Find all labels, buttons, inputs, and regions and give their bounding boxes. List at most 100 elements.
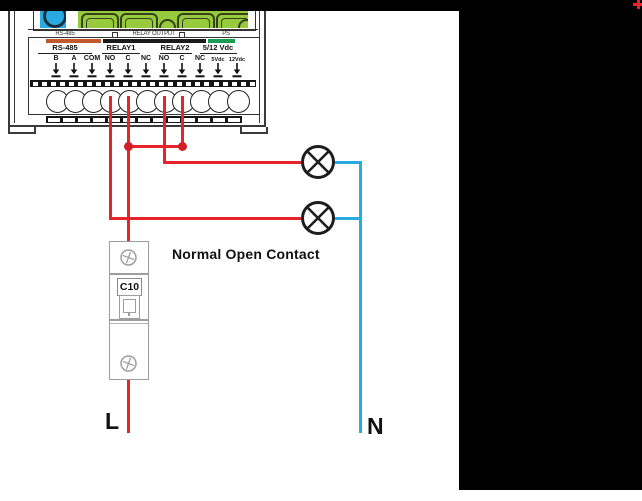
terminal-label: COM [83, 55, 101, 62]
din-clip-left [8, 127, 36, 134]
connector-cell-icon [120, 13, 158, 28]
slot [123, 81, 128, 86]
slot [93, 117, 105, 122]
section-label: 5/12 Vdc [202, 43, 234, 52]
circuit-breaker: C10 [109, 241, 149, 380]
slot [95, 81, 101, 86]
corner-cross-icon [633, 3, 642, 6]
slot [228, 117, 240, 122]
section-label: RELAY2 [160, 43, 190, 52]
connector-u-icon [159, 19, 176, 28]
wire-lamp1-neutral [333, 160, 362, 164]
breaker-divider [110, 319, 148, 321]
section-rule [38, 52, 92, 54]
slot [78, 117, 90, 122]
slot [168, 81, 174, 86]
slot [150, 81, 156, 86]
strip-relay-output-label: RELAY OUTPUT [132, 31, 176, 37]
slot [186, 81, 192, 86]
breaker-toggle [119, 295, 140, 319]
rs485-color-bar [46, 38, 101, 43]
breaker-toggle-tick [127, 312, 130, 316]
terminal-arrow-icon [69, 63, 80, 83]
terminal-connector-block [78, 11, 248, 28]
slot [222, 81, 228, 86]
terminal-label: NO [158, 55, 170, 62]
slot [32, 81, 38, 86]
slot [108, 117, 120, 122]
screw-icon [120, 249, 137, 266]
slot [213, 117, 225, 122]
breaker-rating-box: C10 [117, 278, 142, 296]
slot [77, 81, 83, 86]
terminal-arrow-icon [159, 63, 170, 83]
wire-relay1-c-to-breaker [126, 96, 130, 242]
lamp1-icon [301, 145, 335, 179]
slot [249, 81, 255, 86]
slot [159, 81, 165, 86]
slot [63, 117, 75, 122]
terminal-arrow-icon [105, 63, 116, 83]
terminal-arrow-icon [232, 63, 243, 83]
terminal-label: NC [194, 55, 206, 62]
terminal-arrow-icon [123, 63, 134, 83]
slot [141, 81, 147, 86]
strip-rs485-label: RS-485 [55, 31, 75, 37]
case-edge-line-left [14, 10, 15, 123]
terminal-arrow-icon [213, 63, 224, 83]
terminal-arrow-icon [87, 63, 98, 83]
slot [41, 81, 47, 86]
slot [68, 81, 74, 86]
connector-u-icon [238, 19, 248, 28]
slot [50, 81, 56, 86]
line-label: L [105, 408, 120, 434]
terminal-slot-row-bottom [46, 116, 242, 123]
wire-to-lamp2 [108, 216, 304, 220]
connector-cell-icon [177, 13, 215, 28]
terminal-arrow-icon [195, 63, 206, 83]
terminal-label: NO [104, 55, 116, 62]
slot [86, 81, 92, 86]
connector-ring-icon [43, 11, 66, 28]
wire-relay1-no-vertical [108, 96, 112, 219]
section-rule [200, 52, 237, 54]
slot [195, 81, 201, 86]
wire-lamp2-neutral [333, 216, 362, 220]
slot [231, 81, 237, 86]
breaker-toggle-inner [123, 299, 136, 313]
terminal-label: B [53, 55, 59, 62]
relay-module-case [8, 10, 266, 127]
slot [183, 117, 195, 122]
terminal-label: 5Vdc [211, 56, 225, 63]
terminal-slot-row-top [30, 80, 256, 87]
section-rule [160, 52, 192, 54]
slot [213, 81, 219, 86]
slot [198, 117, 210, 122]
wire-breaker-to-line [126, 377, 130, 433]
din-clip-right [240, 127, 268, 134]
slot [113, 81, 119, 86]
section-label: RELAY1 [106, 43, 136, 52]
wire-relay2-no-vertical [162, 96, 166, 162]
slot [104, 81, 110, 86]
right-black-block [459, 0, 642, 490]
contact-note: Normal Open Contact [172, 246, 320, 262]
slot [132, 81, 138, 86]
slot [204, 81, 210, 86]
ps-color-bar [208, 38, 235, 43]
breaker-divider [110, 273, 148, 275]
slot [240, 81, 246, 86]
lamp2-icon [301, 201, 335, 235]
slot [48, 117, 60, 122]
rs485-connector-block [40, 11, 66, 28]
slot [59, 81, 65, 86]
wire-neutral-vertical [358, 160, 362, 433]
wire-common-bridge [128, 144, 182, 148]
top-black-strip [0, 0, 642, 11]
slot [153, 117, 165, 122]
breaker-divider [110, 323, 148, 324]
junction-dot-right [177, 141, 187, 151]
relay-color-bar [103, 38, 206, 43]
wire-relay2-c-vertical [180, 96, 184, 147]
neutral-label: N [367, 413, 384, 439]
